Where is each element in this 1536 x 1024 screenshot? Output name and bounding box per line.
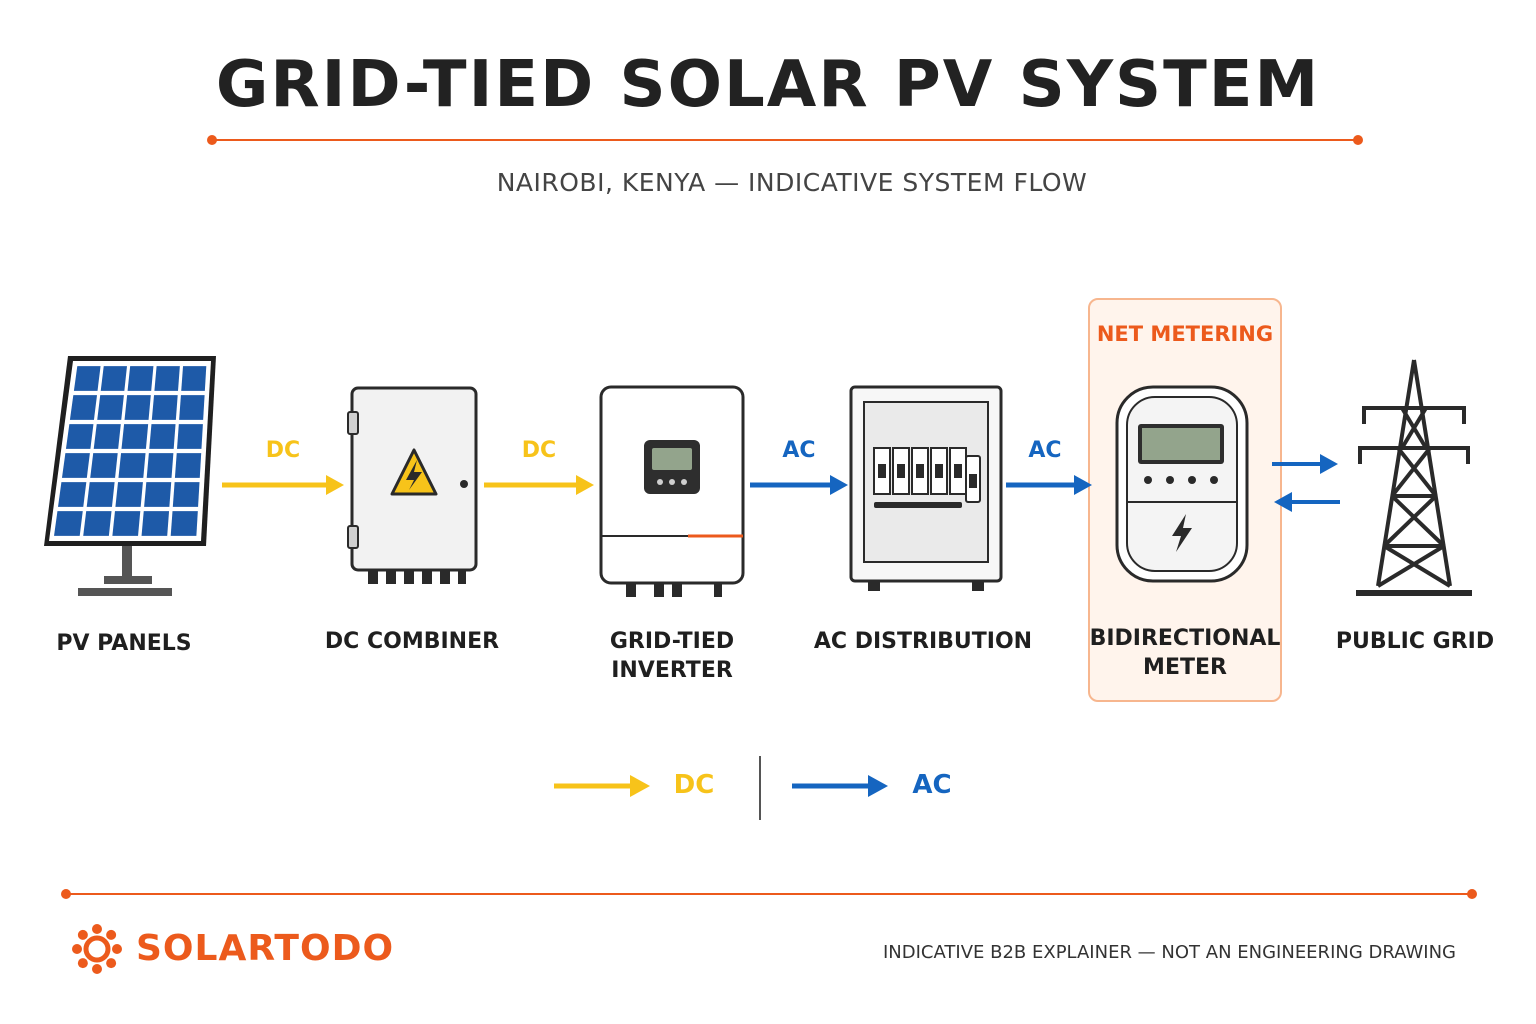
logo-ray (92, 964, 102, 974)
label-meter-line2: METER (1143, 655, 1227, 680)
solar-cell (54, 511, 83, 536)
solar-panel-icon (44, 356, 216, 596)
solar-cell (181, 366, 207, 391)
solar-cell (151, 395, 178, 420)
label-meter-line1: BIDIRECTIONAL (1089, 626, 1281, 651)
page-subtitle: NAIROBI, KENYA — INDICATIVE SYSTEM FLOW (496, 168, 1088, 197)
label-inverter-line1: GRID-TIED (609, 629, 735, 654)
solar-cell (127, 366, 154, 391)
logo-ray (106, 929, 117, 940)
breaker-toggle (897, 464, 905, 478)
brand-name: SOLARTODO (136, 928, 395, 969)
solar-cell (141, 511, 170, 536)
breaker-toggle (954, 464, 962, 478)
solar-cell (124, 395, 151, 420)
bidirectional-arrows (1272, 454, 1340, 512)
solar-cell (65, 424, 94, 449)
label-public-grid: PUBLIC GRID (1335, 629, 1495, 654)
page-title: GRID-TIED SOLAR PV SYSTEM (215, 48, 1321, 122)
breaker-toggle (935, 464, 943, 478)
solar-cell (146, 453, 174, 478)
legend-ac-label: AC (912, 770, 952, 800)
dc-combiner-icon (347, 386, 478, 584)
solar-cell (93, 424, 121, 449)
flow-label-ac-1: AC (782, 438, 816, 463)
footer-disclaimer: INDICATIVE B2B EXPLAINER — NOT AN ENGINE… (882, 942, 1456, 963)
solar-cell (115, 482, 143, 507)
legend-dc-label: DC (673, 770, 715, 800)
net-metering-title: NET METERING (1096, 322, 1274, 346)
ac-flow-arrow-2 (1006, 475, 1092, 495)
solar-cell (61, 453, 90, 478)
solar-cell (86, 482, 115, 507)
solar-cell (121, 424, 149, 449)
label-pv-panels: PV PANELS (56, 631, 192, 656)
solar-cell (177, 424, 203, 449)
label-dc-combiner: DC COMBINER (324, 629, 500, 654)
solar-cell (97, 395, 124, 420)
breaker-toggle (916, 464, 924, 478)
solar-cell (154, 366, 180, 391)
flow-label-ac-2: AC (1028, 438, 1062, 463)
solar-cell (172, 482, 200, 507)
transmission-tower-icon (1356, 359, 1472, 596)
bidirectional-meter-icon (1115, 385, 1249, 583)
flow-label-dc-2: DC (521, 438, 557, 463)
solar-cell (100, 366, 127, 391)
logo-ray (92, 924, 102, 934)
logo-ray (77, 958, 88, 969)
solar-cell (144, 482, 172, 507)
label-inverter-line2: INVERTER (611, 658, 733, 683)
solar-cell (174, 453, 202, 478)
solar-cell (69, 395, 97, 420)
solar-cell (179, 395, 205, 420)
logo-ray (112, 944, 122, 954)
dc-flow-arrow-1 (222, 475, 344, 495)
label-ac-distribution: AC DISTRIBUTION (813, 629, 1033, 654)
flow-label-dc-1: DC (265, 438, 301, 463)
logo-ray (72, 944, 82, 954)
legend-dc-arrow (554, 775, 650, 797)
dc-flow-arrow-2 (484, 475, 594, 495)
legend-divider (759, 756, 761, 820)
logo-ray (77, 929, 88, 940)
brand-logo-icon (72, 924, 122, 974)
legend-ac-arrow (792, 775, 888, 797)
solar-cell (149, 424, 176, 449)
ac-flow-arrow-1 (750, 475, 848, 495)
footer-divider (61, 889, 1477, 899)
solar-cell (170, 511, 198, 536)
logo-ray (106, 958, 117, 969)
solar-cell (118, 453, 146, 478)
title-divider (207, 135, 1363, 145)
ac-distribution-panel-icon (849, 385, 1003, 591)
inverter-icon (599, 385, 745, 597)
solar-cell (73, 366, 101, 391)
solar-cell (83, 511, 112, 536)
solar-cell (58, 482, 87, 507)
breaker-toggle (878, 464, 886, 478)
solar-cell (90, 453, 118, 478)
solar-cell (112, 511, 141, 536)
